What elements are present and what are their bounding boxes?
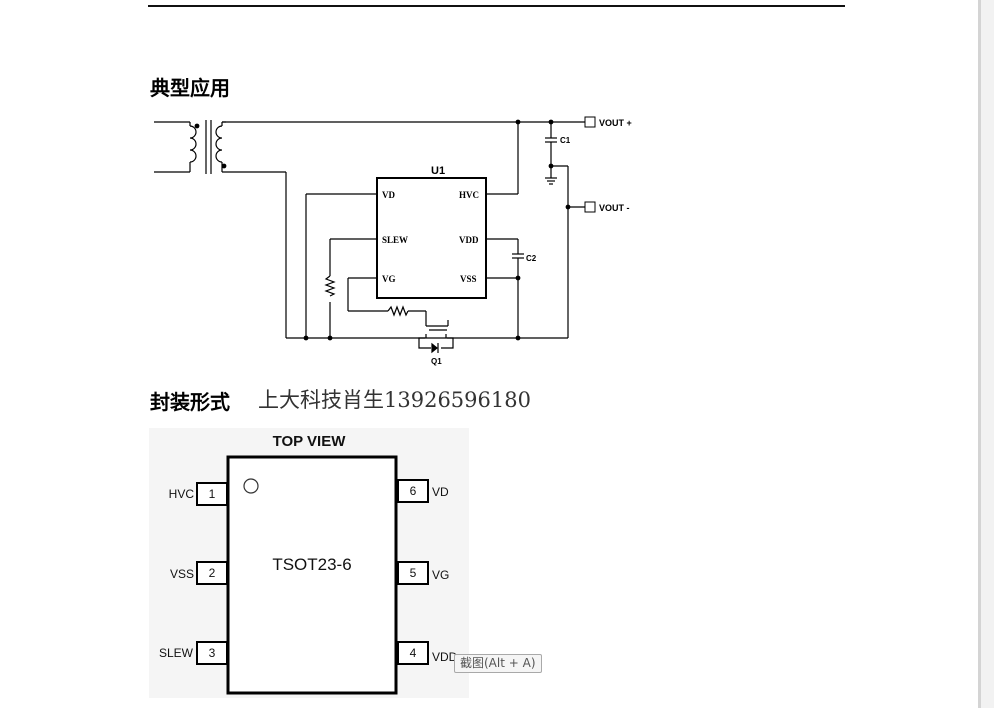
package-body bbox=[226, 455, 398, 695]
pin-slew-label: SLEW bbox=[382, 235, 408, 245]
pin-vdd-label: VDD bbox=[459, 235, 479, 245]
pin-name-vdd: VDD bbox=[432, 650, 458, 664]
contact-text: 上大科技肖生13926596180 bbox=[258, 388, 531, 412]
vout-minus-label: VOUT - bbox=[599, 203, 630, 213]
vout-plus-label: VOUT + bbox=[599, 118, 632, 128]
package-name-label: TSOT23-6 bbox=[272, 555, 351, 574]
pin-box-1 bbox=[196, 482, 228, 506]
pin-hvc-label: HVC bbox=[459, 190, 479, 200]
top-view-label: TOP VIEW bbox=[273, 433, 347, 450]
pin-vss-label: VSS bbox=[460, 274, 477, 284]
pin-box-5 bbox=[397, 561, 429, 585]
pin-box-6 bbox=[397, 479, 429, 503]
pin-name-vd: VD bbox=[432, 485, 449, 499]
pin-name-vss: VSS bbox=[170, 567, 194, 581]
package-form-heading: 封装形式 bbox=[150, 390, 230, 414]
pin-number-4: 4 bbox=[410, 646, 417, 660]
c1-label: C1 bbox=[560, 136, 571, 145]
ic-ref-label: U1 bbox=[431, 165, 445, 177]
pin-name-slew: SLEW bbox=[159, 646, 194, 660]
pin-number-3: 3 bbox=[209, 646, 216, 660]
top-rule bbox=[148, 5, 845, 7]
pin-name-vg: VG bbox=[432, 568, 449, 582]
page-margin bbox=[981, 0, 994, 708]
pin-number-2: 2 bbox=[209, 566, 216, 580]
pin-vd-label: VD bbox=[382, 190, 395, 200]
typical-application-schematic: U1 VD SLEW VG HVC VDD VSS C1 C2 Q1 VOUT … bbox=[154, 116, 632, 366]
pin-number-6: 6 bbox=[410, 484, 417, 498]
c2-label: C2 bbox=[526, 254, 537, 263]
pin-box-3 bbox=[196, 641, 228, 665]
pin-vg-label: VG bbox=[382, 274, 396, 284]
pin-box-2 bbox=[196, 561, 228, 585]
pin-number-1: 1 bbox=[209, 487, 216, 501]
pin-number-5: 5 bbox=[410, 566, 417, 580]
typical-application-heading: 典型应用 bbox=[150, 76, 230, 100]
screenshot-tooltip: 截图(Alt + A) bbox=[454, 654, 542, 673]
package-pinout-diagram: TOP VIEW TSOT23-6 1 2 3 4 5 6 HVC VSS SL… bbox=[149, 428, 469, 698]
page-edge-shadow bbox=[978, 0, 981, 708]
pin-name-hvc: HVC bbox=[169, 487, 195, 501]
pin-box-4 bbox=[397, 641, 429, 665]
pin1-marker bbox=[243, 478, 259, 494]
q1-label: Q1 bbox=[431, 357, 442, 366]
